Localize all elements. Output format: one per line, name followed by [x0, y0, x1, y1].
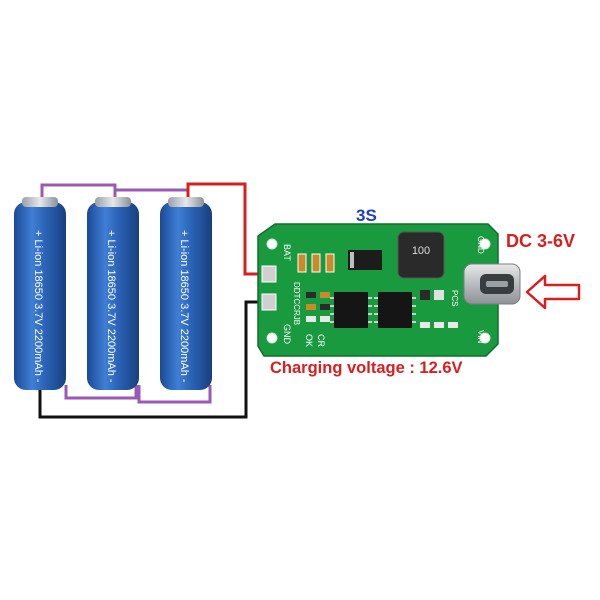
usb-c-port — [463, 263, 521, 305]
silk-bat: BAT — [282, 244, 292, 261]
inductor: 100 — [397, 231, 445, 279]
wire-red-positive — [186, 182, 266, 276]
battery-3: + Li-ion 18650 3.7V 2200mAh - — [160, 197, 212, 390]
pad-gnd — [261, 293, 277, 311]
silk-code: DDTCCRJB — [292, 282, 301, 325]
inductor-code: 100 — [412, 245, 430, 257]
charger-board: BAT GND DDTCCRJB OK CR PCS GND VIN 100 — [257, 223, 521, 357]
ic-chip-1 — [330, 292, 372, 328]
cell-count-label: 3S — [356, 206, 377, 225]
battery-1: + Li-ion 18650 3.7V 2200mAh - — [14, 197, 66, 390]
wire-black-negative — [38, 300, 266, 419]
silk-gnd-top: GND — [476, 236, 485, 254]
input-arrow-icon — [525, 274, 581, 310]
silk-vin: VIN — [476, 330, 485, 344]
pad-bat-positive — [261, 265, 277, 283]
silk-ok: OK — [304, 334, 314, 347]
silk-gnd-bottom: GND — [282, 324, 292, 345]
battery-print: + Li-ion 18650 3.7V 2200mAh - — [105, 230, 117, 383]
wire-purple-4 — [137, 385, 212, 404]
wire-purple-2 — [64, 385, 138, 400]
input-voltage-label: DC 3-6V — [506, 231, 576, 251]
silk-pcs: PCS — [450, 290, 459, 306]
battery-print: + Li-ion 18650 3.7V 2200mAh - — [178, 230, 190, 383]
ic-chip-2 — [374, 292, 416, 328]
battery-2: + Li-ion 18650 3.7V 2200mAh - — [87, 197, 139, 390]
battery-print: + Li-ion 18650 3.7V 2200mAh - — [32, 230, 44, 383]
charging-voltage-label: Charging voltage : 12.6V — [270, 359, 463, 377]
diode — [348, 250, 382, 270]
silk-cr: CR — [316, 334, 326, 347]
